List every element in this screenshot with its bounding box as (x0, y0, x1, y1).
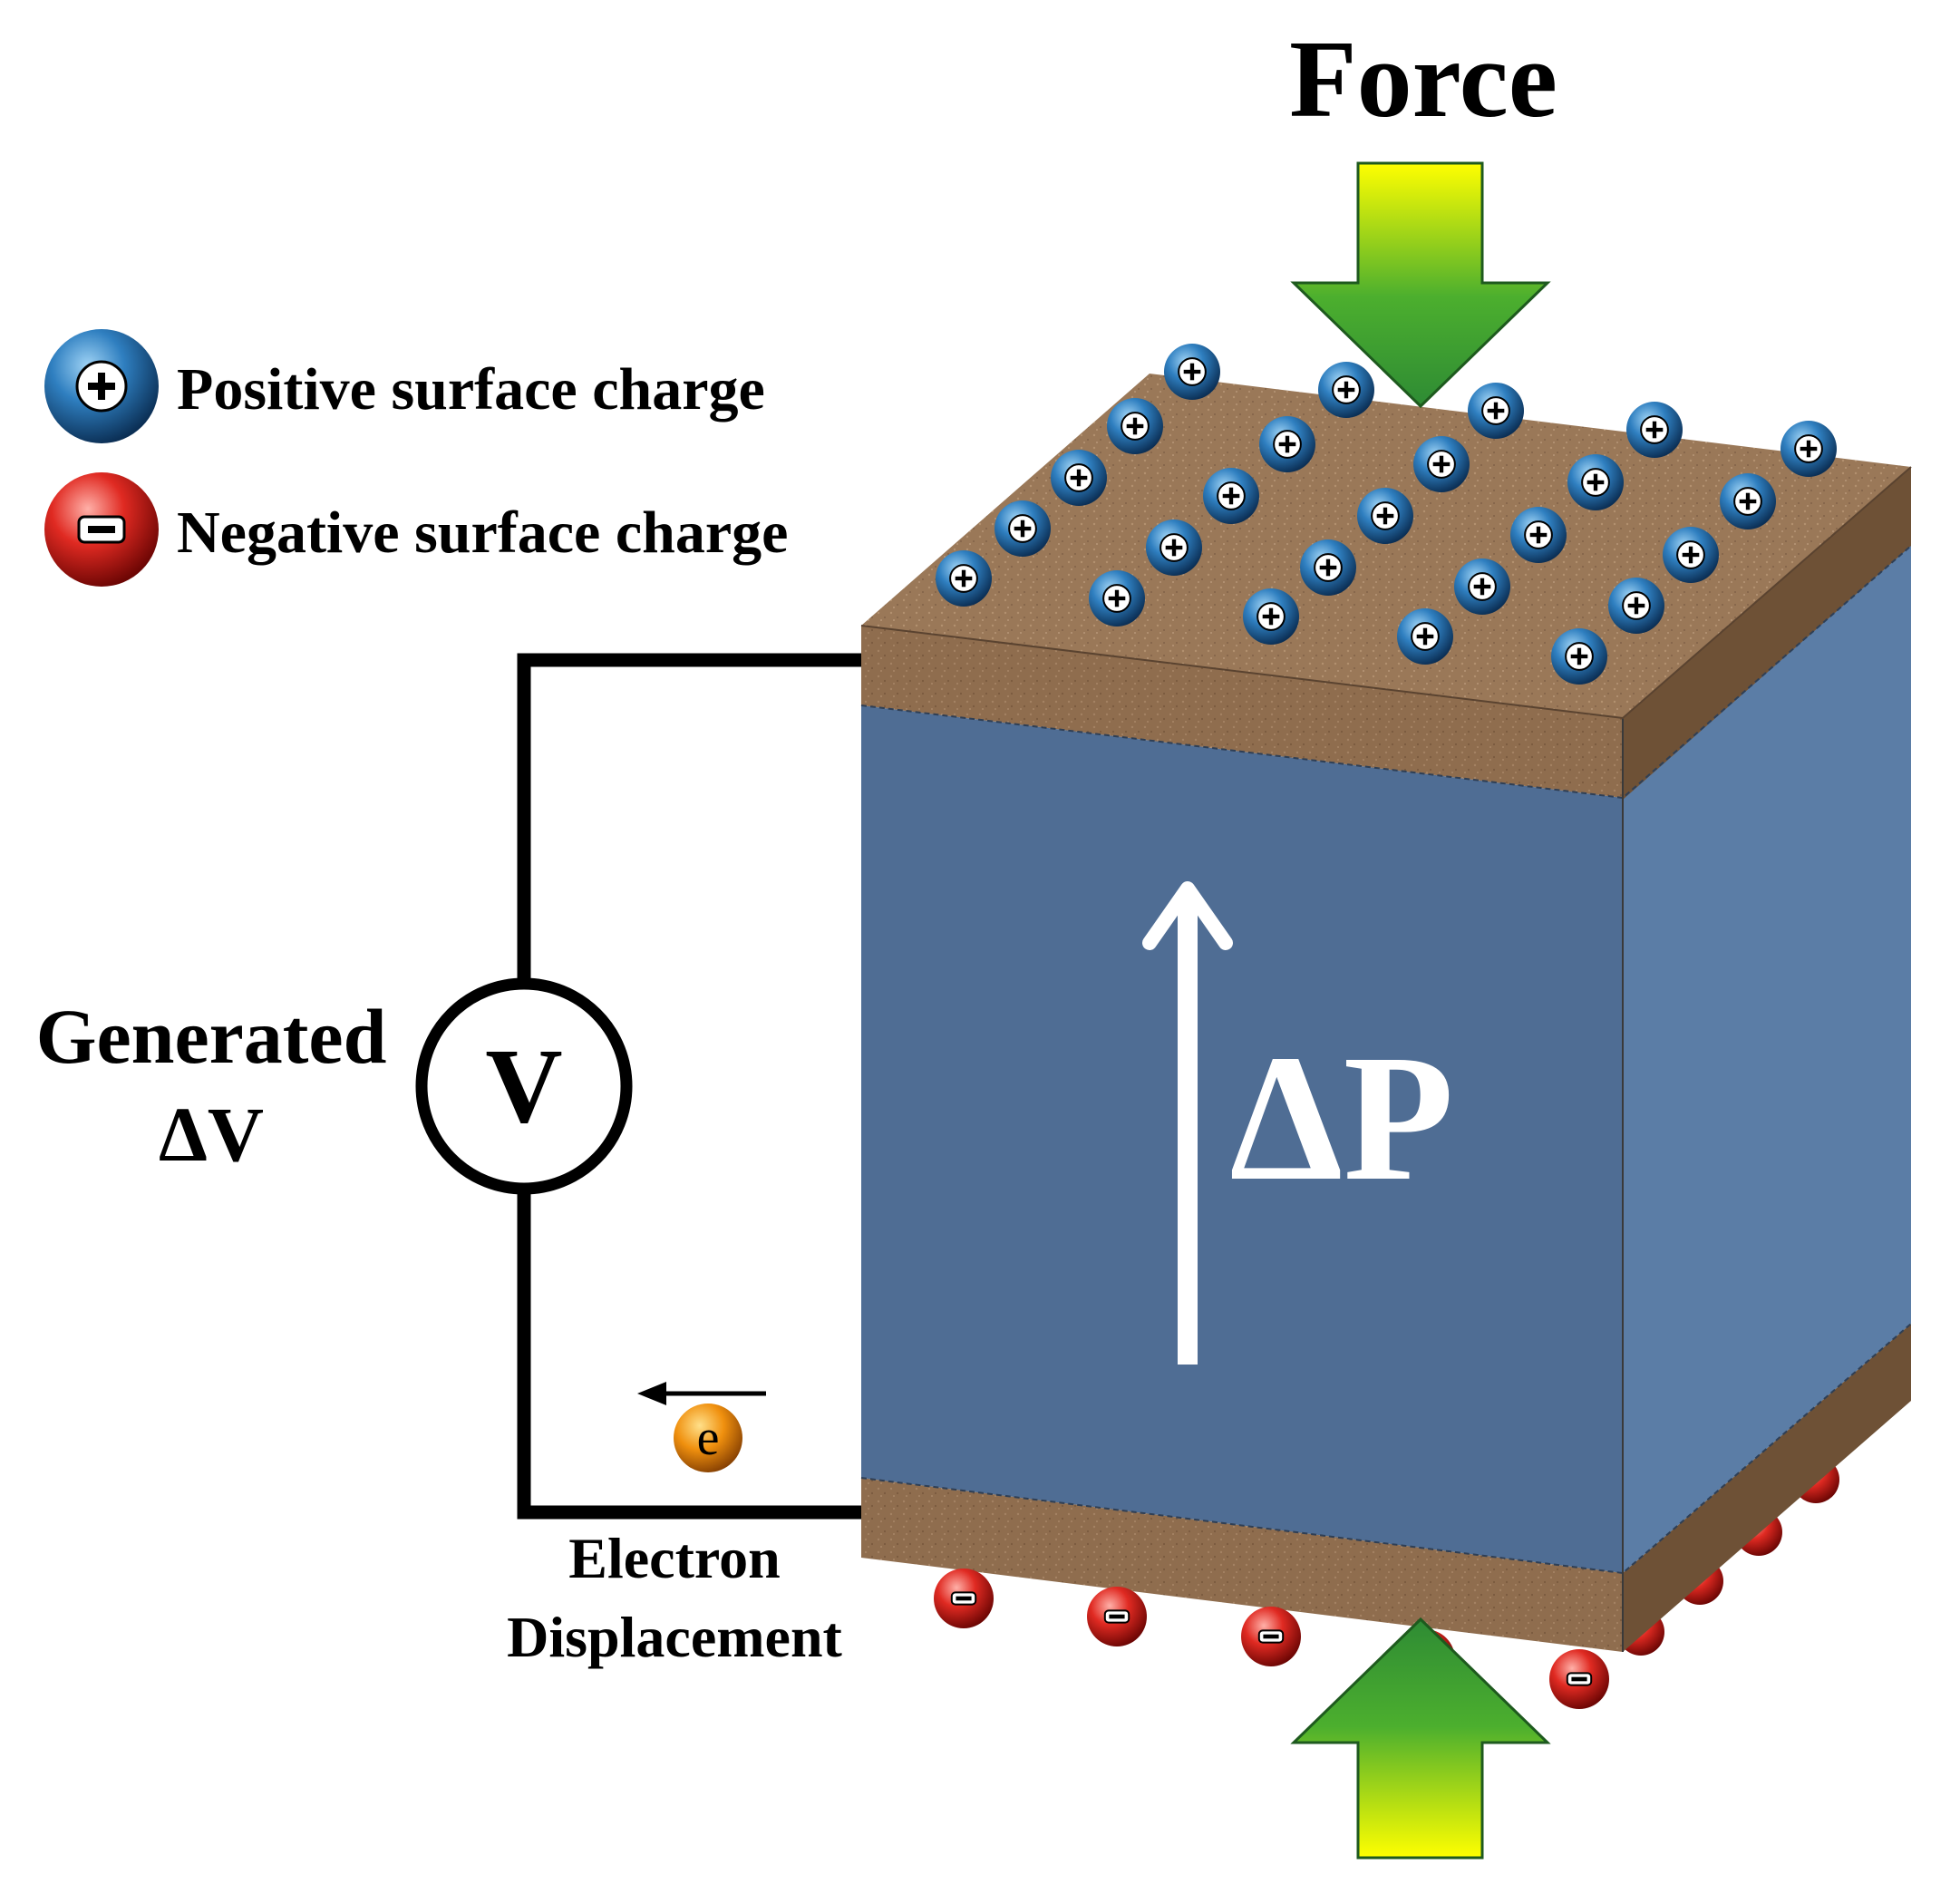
positive-charge-icon (1300, 539, 1356, 596)
positive-charge-icon (1608, 578, 1664, 634)
positive-charge-icon (1243, 588, 1299, 645)
positive-charge-icon (1397, 608, 1453, 665)
positive-charge-icon (1259, 416, 1315, 472)
voltmeter: V (415, 977, 633, 1195)
positive-charge-icon (1203, 468, 1259, 524)
positive-charge-icon (936, 550, 992, 607)
electron-symbol: e (697, 1410, 720, 1466)
force-label: Force (1289, 18, 1557, 141)
negative-charge-icon (1549, 1649, 1609, 1709)
positive-charge-icon (1318, 362, 1374, 418)
voltmeter-symbol: V (485, 1026, 562, 1145)
positive-charge-icon (1780, 421, 1837, 477)
force-arrow-down (1290, 161, 1551, 409)
top-electrode-side (1623, 467, 1911, 800)
legend-negative-icon (44, 472, 159, 587)
positive-charge-icon (1107, 398, 1163, 454)
crystal-right-face (1623, 544, 1911, 1573)
bottom-electrode-side (1623, 1324, 1911, 1652)
positive-charge-icon (1357, 488, 1413, 544)
positive-charge-icon (1551, 628, 1607, 685)
top-electrode-front (861, 626, 1623, 798)
top-electrode-top-face (861, 374, 1911, 718)
polarization-arrow (1142, 881, 1233, 1365)
legend-positive-icon (44, 329, 159, 443)
positive-charge-icon (1454, 558, 1510, 615)
electron-label-line2: Displacement (507, 1605, 842, 1669)
piezo-block (860, 374, 1912, 1652)
positive-charge-icon (1567, 454, 1624, 510)
delta-v-label: ΔV (159, 1091, 264, 1178)
positive-charge-icon (1164, 344, 1220, 400)
negative-charge-icon (1241, 1607, 1301, 1666)
positive-charge-icon (1413, 436, 1470, 492)
legend-negative-label: Negative surface charge (177, 500, 788, 566)
legend-positive-label: Positive surface charge (177, 356, 765, 423)
positive-charge-icon (1663, 527, 1719, 583)
negative-charge-icon (934, 1569, 994, 1628)
electron-direction-arrow (637, 1382, 766, 1405)
positive-charge-icon (1146, 520, 1202, 576)
positive-charge-icon (1051, 450, 1107, 506)
positive-charge-icon (1510, 507, 1567, 563)
electron-ball: e (674, 1404, 742, 1472)
positive-charge-icon (1720, 473, 1776, 529)
force-arrow-up (1290, 1617, 1551, 1860)
negative-charge-icon (1087, 1587, 1147, 1646)
legend: Positive surface charge Negative surface… (44, 329, 788, 587)
positive-charge-icon (995, 500, 1051, 557)
bottom-electrode-front (861, 1478, 1623, 1652)
positive-charge-icon (1089, 570, 1145, 626)
positive-charge-icon (1468, 383, 1524, 439)
polarization-label: ΔP (1229, 1018, 1454, 1219)
generated-label: Generated (36, 993, 387, 1080)
crystal-front-face (861, 705, 1623, 1573)
positive-charge-icon (1626, 402, 1683, 458)
electron-label-line1: Electron (568, 1526, 780, 1590)
positive-charges (936, 344, 1837, 685)
